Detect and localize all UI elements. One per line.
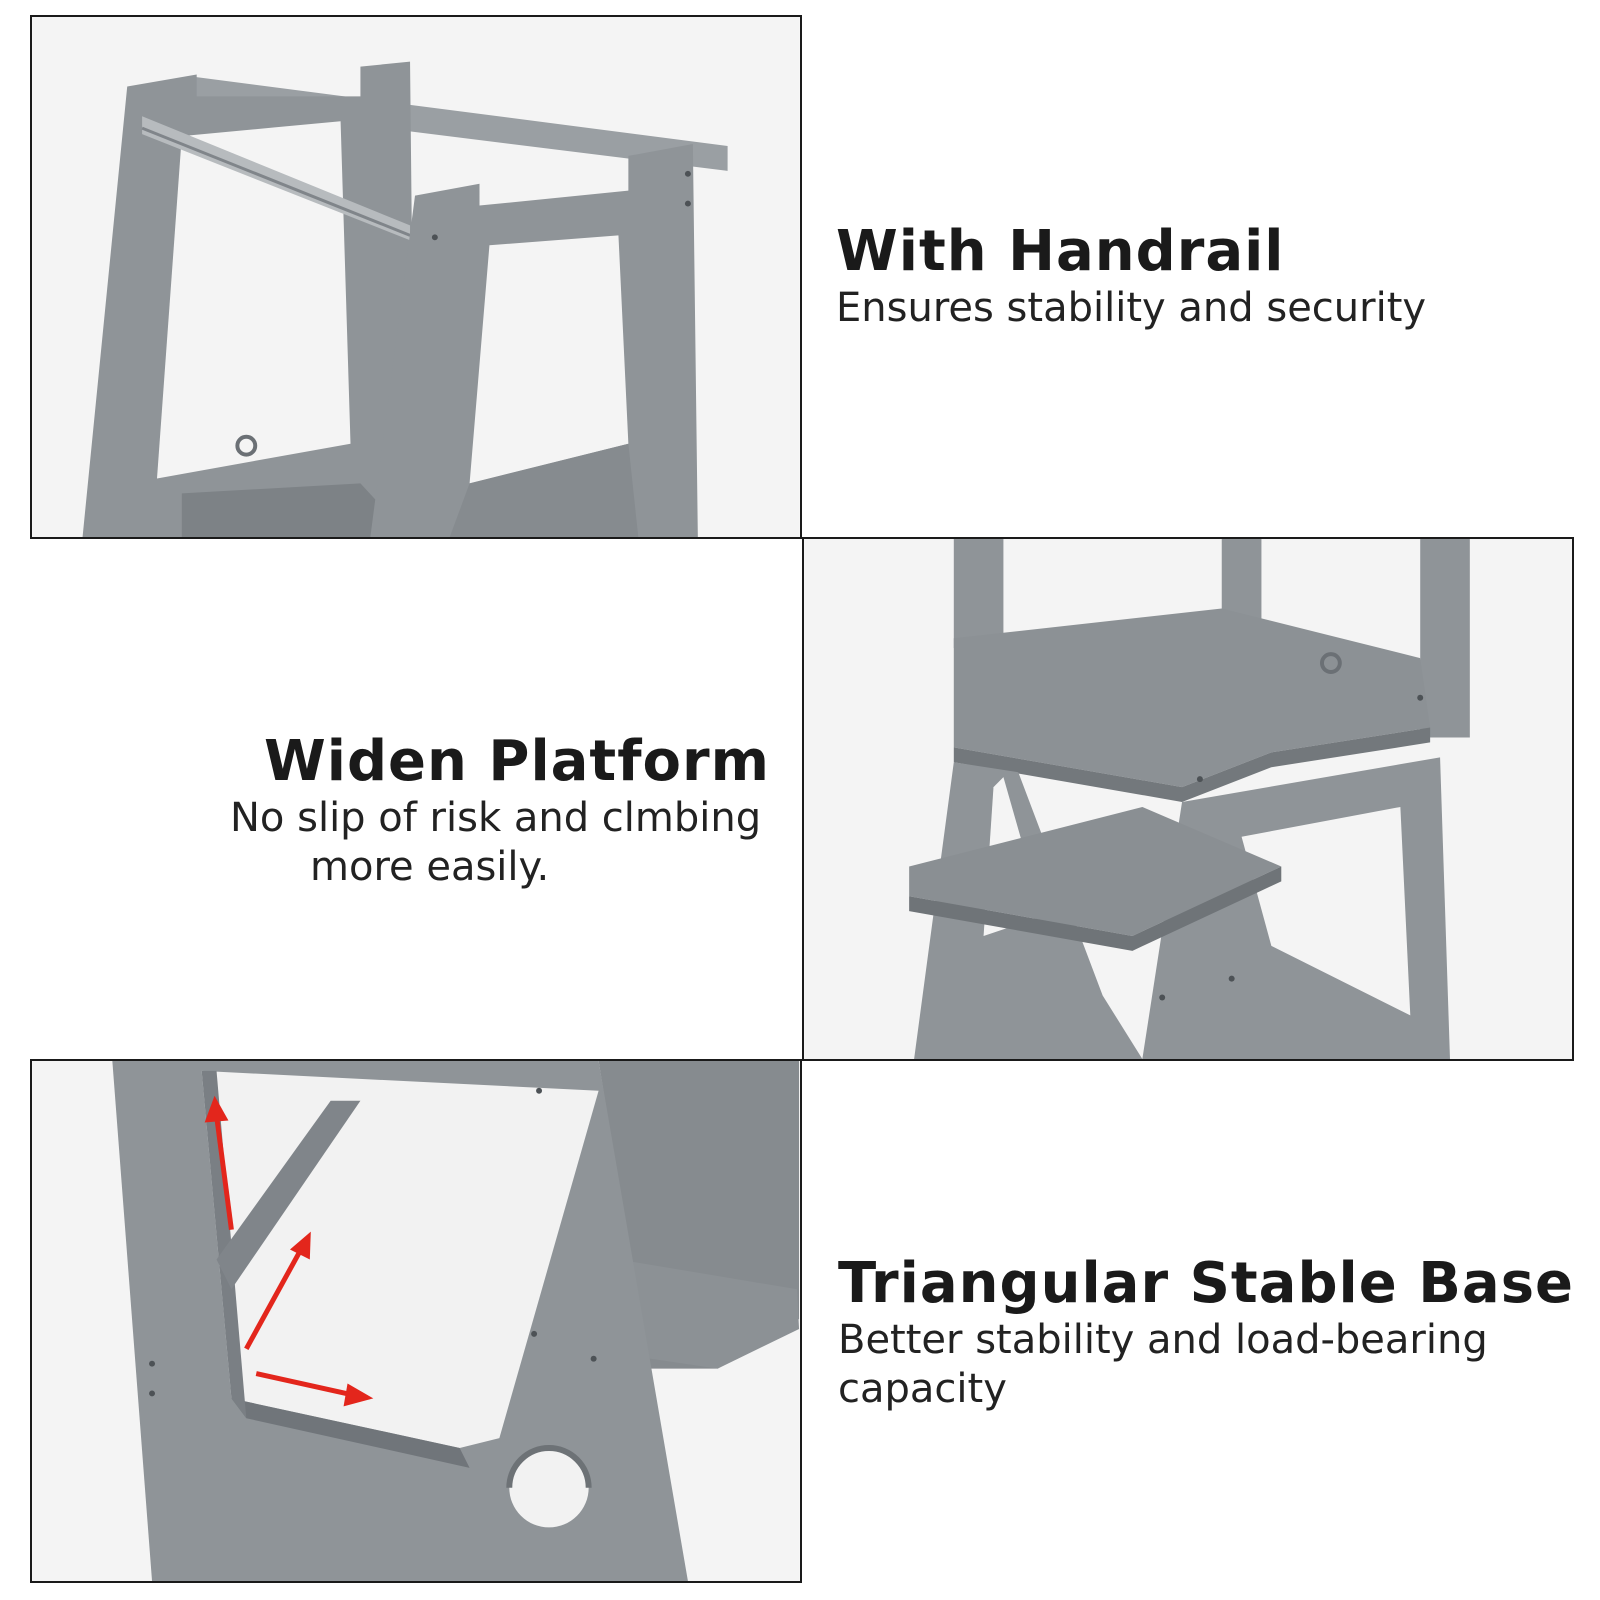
arrow-right-icon (255, 1371, 374, 1407)
feature-handrail: With Handrail Ensures stability and secu… (836, 219, 1576, 333)
feature-description-line: more easily. (310, 844, 550, 891)
feature-title: Widen Platform (264, 729, 770, 794)
eye-bolt-icon (235, 434, 258, 457)
wide-platform (953, 608, 1431, 788)
base-photo (30, 1059, 802, 1583)
handrail-illustration (32, 17, 800, 537)
feature-platform: Widen Platform No slip of risk and clmbi… (230, 729, 770, 892)
feature-description-line: Better stability and load-bearing (838, 1317, 1488, 1364)
feature-description: Ensures stability and security (836, 285, 1427, 332)
feature-description: Better stability and load-bearing capaci… (838, 1316, 1578, 1414)
step-board (909, 806, 1282, 936)
feature-description: No slip of risk and clmbing more easily. (230, 794, 770, 892)
eye-bolt-icon (1319, 652, 1342, 674)
arrow-up-icon (204, 1095, 234, 1231)
platform-photo (802, 537, 1574, 1061)
feature-description-line: capacity (838, 1366, 1007, 1413)
handrail-photo (30, 15, 802, 539)
feature-title: With Handrail (836, 219, 1285, 284)
base-illustration (32, 1061, 800, 1581)
feature-title: Triangular Stable Base (838, 1251, 1574, 1316)
platform-illustration (804, 539, 1572, 1059)
feature-base: Triangular Stable Base Better stability … (838, 1251, 1578, 1414)
stability-arrows (204, 1095, 374, 1407)
arrow-diagonal-icon (244, 1231, 311, 1350)
feature-description-line: No slip of risk and clmbing (230, 795, 762, 842)
